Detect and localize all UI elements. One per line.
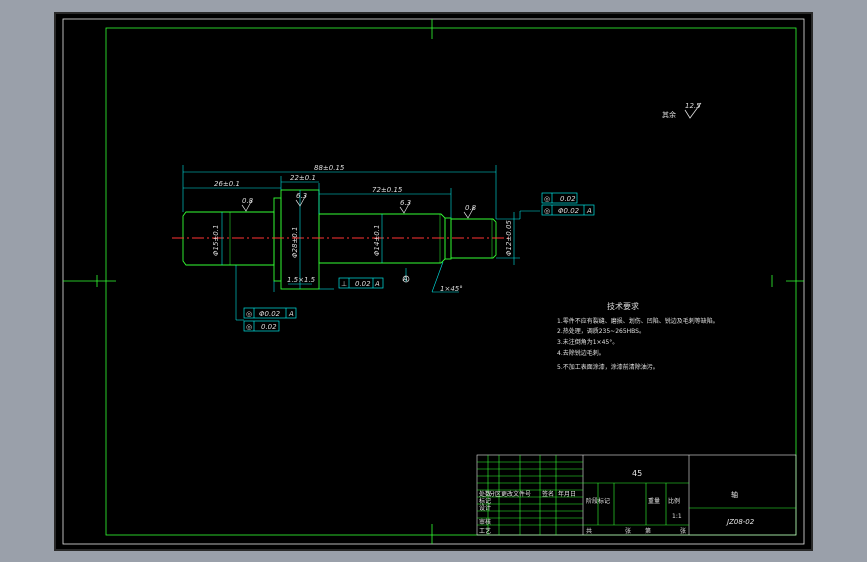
sheet-inner-border <box>105 27 797 536</box>
tech-item-2: 2.热处理，调质235~265HBS。 <box>557 327 645 335</box>
tolerance-frame-right <box>541 192 595 216</box>
title-header-5: 年月日 <box>558 490 576 498</box>
title-row-2: 设计 <box>479 504 491 512</box>
tol-left-bottom-symbol: ◎ <box>246 323 252 331</box>
roughness-marks <box>241 194 475 219</box>
tech-requirements-title: 技术要求 <box>607 301 639 311</box>
tol-left-bottom-value: 0.02 <box>261 323 277 331</box>
general-roughness-note: 其余 12.5 <box>662 102 702 119</box>
tolerance-frame-perpendicularity <box>338 277 384 289</box>
roughness-mark-3: 6.3 <box>400 199 411 207</box>
title-drawing-number: JZ08-02 <box>725 518 755 526</box>
dim-chamfer: 1×45° <box>440 285 463 293</box>
dim-collar-length: 22±0.1 <box>290 174 316 182</box>
title-header-2: 分区 <box>489 490 501 498</box>
title-cell-stage: 阶段标记 <box>586 497 610 505</box>
tol-right-bottom-symbol: ◎ <box>544 207 550 215</box>
datum-symbol <box>402 275 410 283</box>
title-cell-sheet: 张 <box>680 527 686 535</box>
title-cell-page: 第 <box>645 527 651 535</box>
title-row-3: 审核 <box>479 518 491 526</box>
tol-right-bottom-datum: A <box>586 207 592 215</box>
title-cell-weight: 重量 <box>648 497 660 505</box>
tech-item-5: 5.不加工表面涂漆，涂漆前清除油污。 <box>557 363 659 371</box>
title-cell-scale: 比例 <box>668 497 680 505</box>
dimension-lines <box>182 165 540 321</box>
tol-right-bottom-value: Φ0.02 <box>558 207 580 215</box>
tech-requirements: 技术要求 1.零件不应有裂缝、磨损、划伤、凹陷、锐边及毛刺等缺陷。 2.热处理，… <box>557 301 719 371</box>
dim-left-section-length: 26±0.1 <box>214 180 240 188</box>
title-row-1: 标记 <box>479 497 491 505</box>
sheet-outer-border <box>62 18 805 545</box>
title-row-4: 工艺 <box>479 527 491 535</box>
title-block <box>476 454 797 536</box>
tol-left-top-datum: A <box>288 310 294 318</box>
tol-perp-value: 0.02 <box>355 280 371 288</box>
title-cell-sheets: 张 <box>625 527 631 535</box>
tol-perp-symbol: ⊥ <box>341 280 347 288</box>
roughness-mark-1: 0.8 <box>242 197 254 205</box>
tech-item-3: 3.未注倒角为1×45°。 <box>557 338 618 346</box>
dim-overall-length: 88±0.15 <box>314 164 345 172</box>
centering-marks <box>63 19 804 544</box>
tech-item-1: 1.零件不应有裂缝、磨损、划伤、凹陷、锐边及毛刺等缺陷。 <box>557 317 719 325</box>
roughness-note-value: 12.5 <box>685 102 701 110</box>
tol-perp-datum: A <box>374 280 380 288</box>
dim-collar-diameter: Φ28±0.1 <box>291 227 299 258</box>
title-header-4: 签名 <box>542 490 554 498</box>
title-cell-total: 共 <box>586 527 592 535</box>
viewport-border <box>54 12 813 551</box>
title-header-3: 更改文件号 <box>501 490 531 498</box>
dim-middle-section-length: 72±0.15 <box>372 186 403 194</box>
title-part-name: 轴 <box>731 490 738 499</box>
dim-right-diameter: Φ12±0.05 <box>505 220 513 256</box>
tol-left-top-value: Φ0.02 <box>259 310 281 318</box>
roughness-mark-2: 6.3 <box>296 192 307 200</box>
title-scale: 1:1 <box>672 513 682 520</box>
tolerance-frame-left <box>243 307 297 332</box>
dim-groove: 1.5×1.5 <box>287 276 316 284</box>
tol-right-top-value: 0.02 <box>560 195 576 203</box>
tol-left-top-symbol: ◎ <box>246 310 252 318</box>
tech-item-4: 4.去除锐边毛刺。 <box>557 349 605 357</box>
roughness-mark-4: 0.8 <box>465 204 477 212</box>
dim-middle-diameter: Φ14±0.1 <box>373 225 381 256</box>
datum-label: A <box>402 275 408 283</box>
title-material: 45 <box>632 469 642 478</box>
roughness-note-text: 其余 <box>662 110 676 119</box>
dim-left-diameter: Φ15±0.1 <box>212 225 220 256</box>
title-header-1: 处数 <box>479 490 491 498</box>
tol-right-top-symbol: ◎ <box>544 195 550 203</box>
